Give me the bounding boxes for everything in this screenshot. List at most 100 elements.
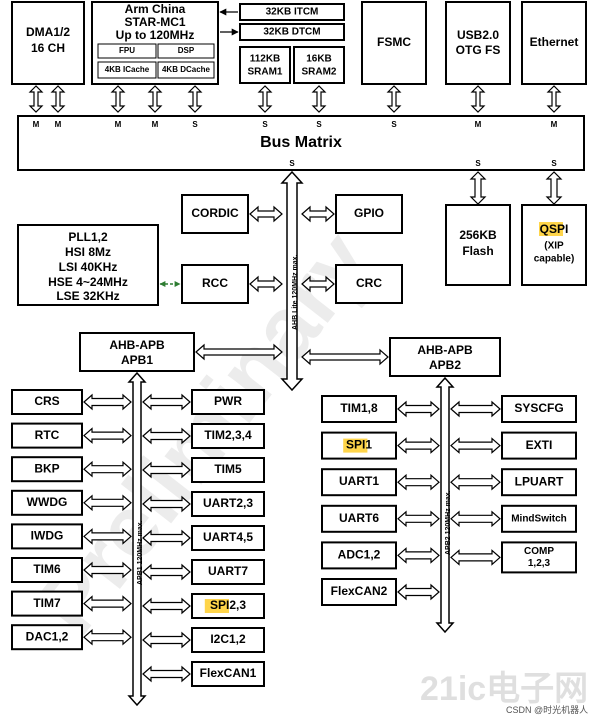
ahb-bus-label: AHB Lite 120MHz max. xyxy=(292,254,299,330)
apb1-spi2-3-label: SPI2,3 xyxy=(210,598,246,612)
apb1-pwr-label: PWR xyxy=(214,394,242,408)
port-dma-1: M xyxy=(33,120,40,129)
rcc-block xyxy=(181,264,249,304)
apb2-adc1-2-connector xyxy=(397,547,440,564)
ethernet-label: Ethernet xyxy=(530,35,579,49)
rcc-label: RCC xyxy=(202,276,228,290)
apb1-uart7-block xyxy=(191,559,265,585)
apb1-bridge-label-1: AHB-APB xyxy=(109,338,165,352)
sram1-label-1: 112KB xyxy=(250,54,281,65)
clock-pll: PLL1,2 xyxy=(68,230,108,244)
flash-block xyxy=(445,204,511,286)
usb-block xyxy=(445,1,511,85)
apb1-tim2-3-4-block xyxy=(191,423,265,449)
port-flash: S xyxy=(475,159,481,168)
apb2-exti-label: EXTI xyxy=(526,438,553,452)
apb1-crs-block xyxy=(11,389,83,415)
qspi-sub-2: capable) xyxy=(534,254,575,265)
apb1-pwr-connector xyxy=(142,393,191,411)
apb1-flexcan1-block xyxy=(191,661,265,687)
sram2-label-1: 16KB xyxy=(306,54,332,65)
port-cpu-3: S xyxy=(192,120,198,129)
cpu-label-3: Up to 120MHz xyxy=(116,28,195,42)
port-cpu-2: M xyxy=(152,120,159,129)
apb2-lpuart-connector xyxy=(450,473,501,491)
port-qspi: S xyxy=(551,159,557,168)
qspi-sub-1: (XIP xyxy=(544,241,564,252)
icache-block xyxy=(97,61,157,79)
apb2-exti-connector xyxy=(450,437,501,454)
apb2-exti-block xyxy=(501,431,577,460)
port-sram2: S xyxy=(316,120,322,129)
dma-label-1: DMA1/2 xyxy=(26,25,70,39)
clock-hse: HSE 4~24MHz xyxy=(48,275,128,289)
cpu-label-1: Arm China xyxy=(125,2,186,16)
apb1-bridge-block xyxy=(79,332,195,372)
apb1-uart4-5-label: UART4,5 xyxy=(203,530,253,544)
apb2-tim1-8-label: TIM1,8 xyxy=(340,401,378,415)
apb1-uart2-3-block xyxy=(191,491,265,517)
apb2-spi1-connector xyxy=(397,437,440,454)
fpu-block xyxy=(97,43,157,59)
cpu-label-2: STAR-MC1 xyxy=(124,15,185,29)
usb-label-1: USB2.0 xyxy=(457,28,499,42)
icache-label: 4KB ICache xyxy=(105,65,150,74)
dcache-block xyxy=(157,61,215,79)
apb2-bus-label: APB2 120MHz max. xyxy=(445,490,452,555)
flash-connector xyxy=(469,171,487,205)
dma-label-2: 16 CH xyxy=(31,41,65,55)
apb2-uart1-label: UART1 xyxy=(339,474,379,488)
clock-hsi: HSI 8Mz xyxy=(65,245,111,259)
ahb-apb2-connector xyxy=(301,348,389,366)
apb1-tim2-3-4-connector xyxy=(142,427,191,445)
watermark-logo: 21ic电子网 xyxy=(420,670,588,708)
apb2-mindswitch-label: MindSwitch xyxy=(511,513,567,524)
apb2-comp-1-2-3-label-1: COMP xyxy=(524,546,554,557)
gpio-block xyxy=(335,194,403,234)
apb1-rtc-label: RTC xyxy=(35,428,60,442)
apb1-dac1-2-label: DAC1,2 xyxy=(26,629,69,643)
apb1-bkp-connector xyxy=(83,460,132,478)
apb1-iwdg-label: IWDG xyxy=(31,529,64,543)
ethernet-block xyxy=(521,1,587,85)
apb2-syscfg-label: SYSCFG xyxy=(514,401,563,415)
apb1-spi2-3-connector xyxy=(142,597,191,615)
apb2-bridge-block xyxy=(389,337,501,377)
apb1-uart7-label: UART7 xyxy=(208,564,248,578)
dtcm-label: 32KB DTCM xyxy=(263,27,320,38)
apb2-flexcan2-label: FlexCAN2 xyxy=(331,584,388,598)
apb2-uart1-block xyxy=(321,468,397,497)
apb2-uart6-label: UART6 xyxy=(339,511,379,525)
crc-label: CRC xyxy=(356,276,382,290)
apb2-comp-1-2-3-label-2: 1,2,3 xyxy=(528,558,551,569)
apb2-comp-1-2-3-connector xyxy=(450,549,501,566)
apb1-rtc-connector xyxy=(83,427,132,444)
ahb-lite-bus xyxy=(280,170,304,392)
clock-lsi: LSI 40KHz xyxy=(59,260,118,274)
apb1-wwdg-block xyxy=(11,489,83,516)
cordic-block xyxy=(181,194,249,234)
cordic-label: CORDIC xyxy=(191,206,239,220)
port-ahb: S xyxy=(289,159,295,168)
port-usb: M xyxy=(475,120,482,129)
clock-sources-block xyxy=(17,224,159,306)
port-dma-2: M xyxy=(55,120,62,129)
sram2-label-2: SRAM2 xyxy=(301,67,336,78)
apb1-bkp-block xyxy=(11,456,83,483)
flash-label-2: Flash xyxy=(462,244,493,258)
apb2-flexcan2-connector xyxy=(397,583,440,601)
apb1-uart4-5-connector xyxy=(142,529,191,547)
apb1-bridge-label-2: APB1 xyxy=(121,353,153,367)
bus-matrix-block xyxy=(17,115,585,171)
apb1-flexcan1-connector xyxy=(142,665,191,683)
apb1-bkp-label: BKP xyxy=(34,461,59,475)
watermark-credit: CSDN @时光机器人 xyxy=(506,704,588,715)
sram1-label-2: SRAM1 xyxy=(247,67,282,78)
tcm-connectors xyxy=(220,12,238,32)
dsp-label: DSP xyxy=(178,46,195,55)
